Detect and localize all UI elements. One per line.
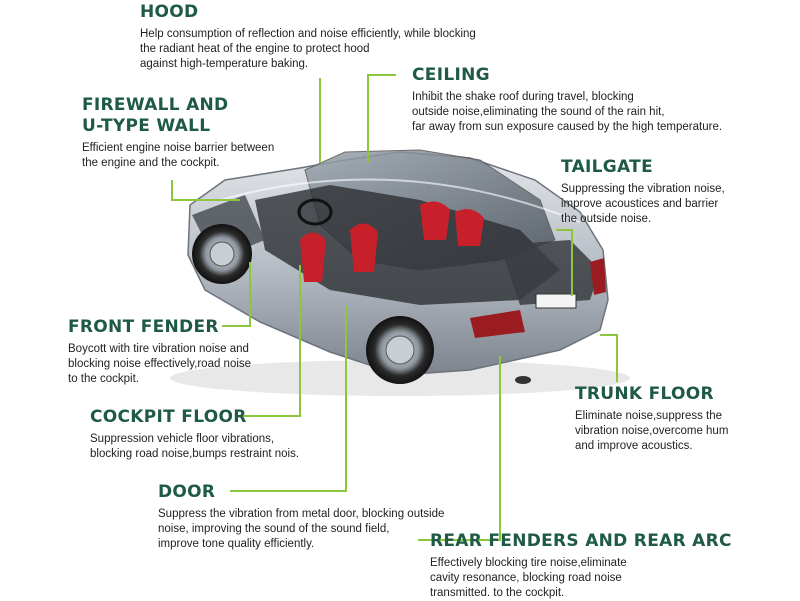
firewall-description: Efficient engine noise barrier between t…	[82, 142, 275, 169]
car-body	[170, 149, 630, 396]
tailgate-description: Suppressing the vibration noise, improve…	[561, 183, 725, 225]
firewall-title-line2: U-TYPE WALL	[82, 116, 211, 136]
trunk-floor-description: Eliminate noise,suppress the vibration n…	[575, 410, 729, 452]
ceiling-description: Inhibit the shake roof during travel, bl…	[412, 91, 723, 133]
callout-trunk-floor: TRUNK FLOOR Eliminate noise,suppress the…	[575, 384, 728, 454]
firewall-title-line1: FIREWALL AND	[82, 95, 229, 115]
front-fender-title: FRONT FENDER	[68, 317, 219, 337]
callout-front-fender: FRONT FENDER Boycott with tire vibration…	[68, 317, 251, 387]
leader-line-cockpit-floor	[238, 265, 301, 417]
callout-rear-fenders: REAR FENDERS AND REAR ARC Effectively bl…	[430, 531, 732, 601]
rear-fenders-title: REAR FENDERS AND REAR ARC	[430, 531, 732, 551]
callout-ceiling: CEILING Inhibit the shake roof during tr…	[412, 65, 722, 135]
leader-line-trunk-floor	[600, 334, 618, 382]
door-title: DOOR	[158, 482, 216, 502]
callout-tailgate: TAILGATE Suppressing the vibration noise…	[561, 157, 725, 227]
hood-description: Help consumption of reflection and noise…	[140, 28, 476, 70]
front-fender-description: Boycott with tire vibration noise and bl…	[68, 343, 252, 385]
leader-line-front-fender	[222, 262, 251, 327]
leader-line-tailgate	[556, 229, 573, 296]
callout-firewall: FIREWALL AND U-TYPE WALL Efficient engin…	[82, 95, 274, 171]
cockpit-floor-description: Suppression vehicle floor vibrations, bl…	[90, 433, 300, 460]
callout-cockpit-floor: COCKPIT FLOOR Suppression vehicle floor …	[90, 407, 299, 462]
hood-title: HOOD	[140, 2, 199, 22]
callout-hood: HOOD Help consumption of reflection and …	[140, 2, 476, 72]
ceiling-title: CEILING	[412, 65, 490, 85]
leader-line-firewall	[171, 180, 240, 201]
callout-door: DOOR Suppress the vibration from metal d…	[158, 482, 444, 552]
leader-line-door	[230, 306, 347, 492]
leader-line-ceiling	[367, 74, 396, 163]
rear-fenders-description: Effectively blocking tire noise,eliminat…	[430, 557, 627, 599]
leader-line-rear-fenders	[418, 356, 501, 541]
cockpit-floor-title: COCKPIT FLOOR	[90, 407, 247, 427]
door-description: Suppress the vibration from metal door, …	[158, 508, 445, 550]
trunk-floor-title: TRUNK FLOOR	[575, 384, 714, 404]
tailgate-title: TAILGATE	[561, 157, 653, 177]
